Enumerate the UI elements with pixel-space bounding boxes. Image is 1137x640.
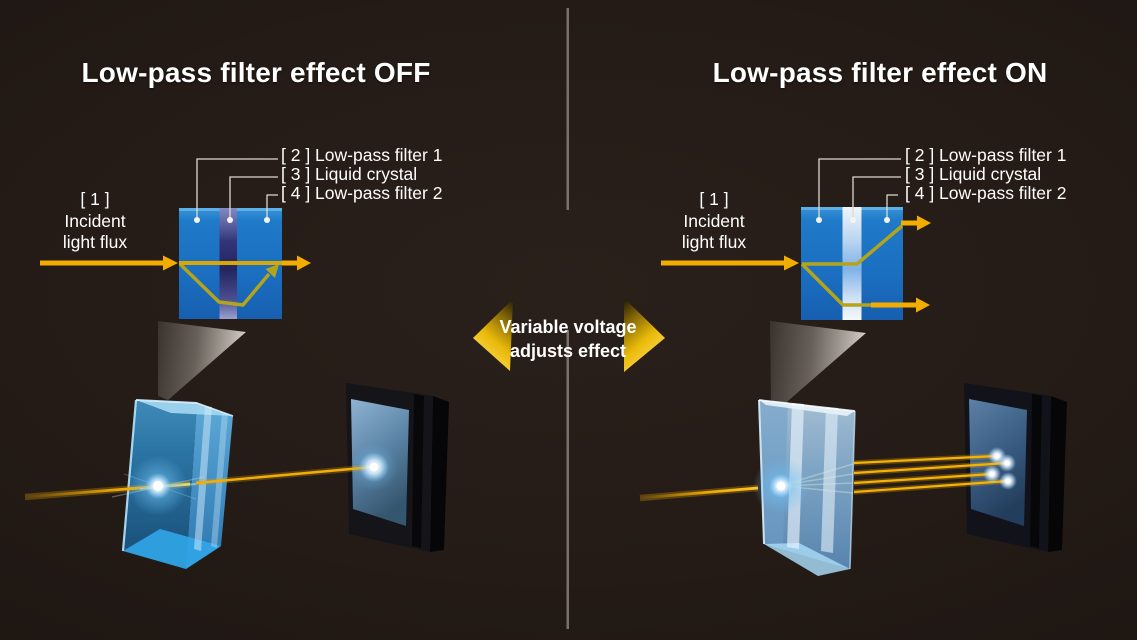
incident-line1: Incident — [683, 210, 745, 231]
label-low-pass-filter-1: [ 2 ] Low-pass filter 1 — [281, 145, 443, 165]
split-beam-upper-on — [802, 224, 904, 266]
arrowhead-icon — [297, 255, 311, 271]
panel-title-off: Low-pass filter effect OFF — [81, 57, 431, 88]
incident-number: [ 1 ] — [699, 189, 729, 209]
leader-dot — [194, 217, 200, 223]
light-beam-on — [639, 447, 1017, 514]
incident-light-label-off: [ 1 ] Incident light flux — [35, 189, 155, 254]
leader-dot — [227, 217, 233, 223]
label-low-pass-filter-2: [ 4 ] Low-pass filter 2 — [281, 183, 443, 204]
callout-line1: Variable voltage — [499, 317, 637, 337]
leader-lines-off — [196, 158, 278, 218]
filter-schematic-on — [661, 158, 931, 320]
arrowhead-icon — [784, 255, 799, 271]
leader-dot — [816, 217, 822, 223]
callout-left-arrow-icon — [473, 299, 513, 371]
label-low-pass-filter-1: [ 2 ] Low-pass filter 1 — [905, 145, 1067, 165]
incident-line2: light flux — [62, 232, 128, 252]
arrowhead-icon — [917, 215, 931, 231]
light-beam-off — [24, 443, 398, 516]
leader-lines-on — [818, 158, 901, 218]
label-liquid-crystal: [ 3 ] Liquid crystal — [905, 164, 1042, 185]
callout-right-arrow-icon — [624, 298, 665, 372]
label-liquid-crystal: [ 3 ] Liquid crystal — [281, 164, 418, 185]
part-labels-on: [ 2 ] Low-pass filter 1 [ 3 ] Liquid cry… — [905, 145, 1067, 204]
arrowhead-icon — [163, 255, 178, 271]
arrowhead-icon — [916, 297, 930, 313]
incident-number: [ 1 ] — [80, 189, 110, 209]
incident-line2: light flux — [681, 232, 747, 252]
leader-dot — [850, 217, 856, 223]
variable-voltage-callout: Variable voltage adjusts effect — [478, 315, 658, 363]
sensor-glow-points-on — [983, 447, 1017, 490]
center-divider-top — [566, 8, 569, 210]
center-divider-bottom — [566, 330, 569, 629]
label-low-pass-filter-2: [ 4 ] Low-pass filter 2 — [905, 183, 1067, 204]
refracted-beam-path-off — [178, 262, 271, 307]
filter-schematic-off — [40, 158, 311, 319]
magnifier-cone-left — [158, 321, 246, 400]
magnifier-cone-right — [770, 321, 866, 407]
panel-title-on: Low-pass filter effect ON — [712, 57, 1048, 88]
leader-dot — [264, 217, 270, 223]
split-beams — [853, 453, 1009, 495]
incident-light-label-on: [ 1 ] Incident light flux — [654, 189, 774, 254]
split-beam-lower-on — [800, 262, 874, 307]
leader-dot — [884, 217, 890, 223]
incident-line1: Incident — [64, 210, 126, 231]
part-labels-off: [ 2 ] Low-pass filter 1 [ 3 ] Liquid cry… — [281, 145, 443, 204]
callout-line2: adjusts effect — [509, 341, 627, 361]
